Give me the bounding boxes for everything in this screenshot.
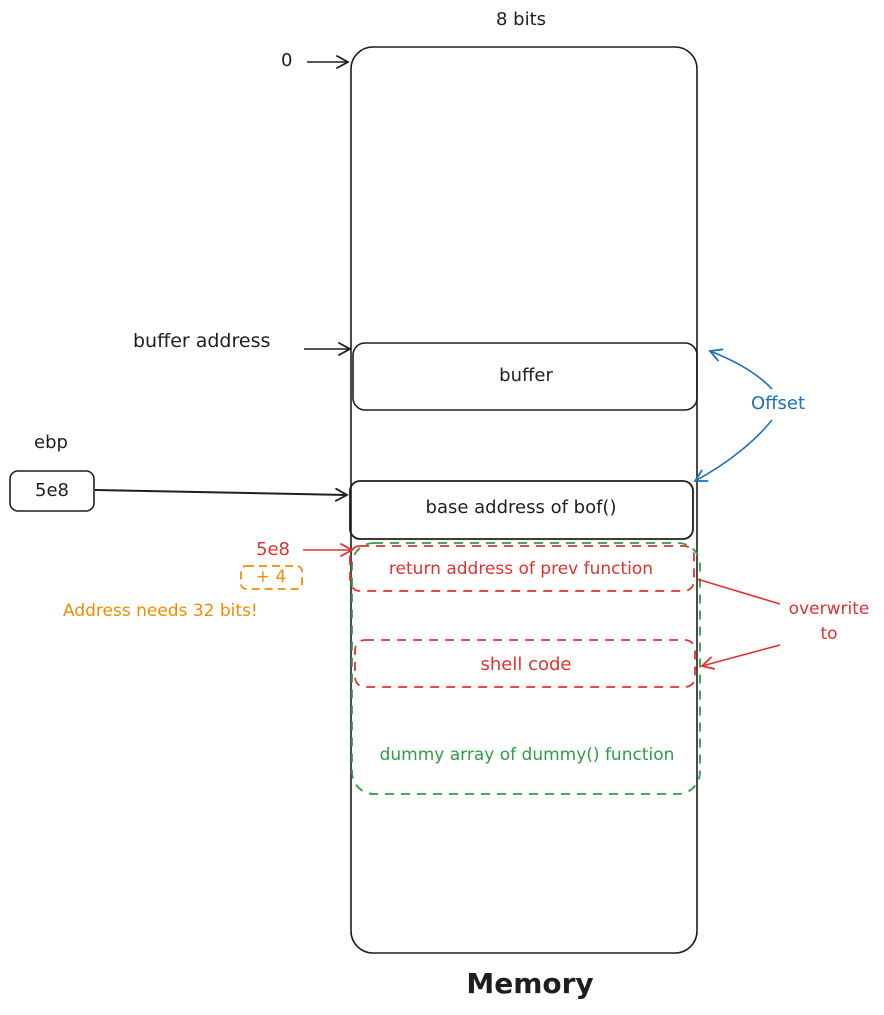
return-address-label: return address of prev function <box>388 559 654 579</box>
offset-label: Offset <box>750 393 806 414</box>
dummy-array-label: dummy array of dummy() function <box>379 745 675 765</box>
shell-code-label: shell code <box>480 654 572 675</box>
return-address-value: 5e8 <box>256 539 290 560</box>
dummy-array-region <box>351 542 701 795</box>
overwrite-source-line <box>696 578 781 605</box>
buffer-label: buffer <box>499 365 553 386</box>
return-address-slot <box>349 545 695 592</box>
offset-arrow-down <box>693 419 773 482</box>
overwrite-target-arrow <box>700 644 781 670</box>
memory-caption: Memory <box>466 967 594 1000</box>
base-address-block <box>349 480 694 540</box>
ebp-value: 5e8 <box>35 480 69 501</box>
ebp-register-box <box>9 470 95 512</box>
base-address-label: base address of bof() <box>425 497 617 518</box>
overwrite-to-label: to <box>820 624 838 644</box>
buffer-address-label: buffer address <box>133 330 271 352</box>
offset-arrow-up <box>708 348 773 390</box>
address-size-note: Address needs 32 bits! <box>63 601 258 621</box>
shell-code-slot <box>354 639 696 688</box>
bits-width-label: 8 bits <box>495 9 547 30</box>
overwrite-label: overwrite <box>788 599 870 619</box>
plus-four-box <box>240 565 303 590</box>
memory-column <box>350 46 698 954</box>
zero-address-label: 0 <box>281 50 293 71</box>
ebp-pointer-arrow <box>94 487 349 502</box>
plus-four-label: + 4 <box>255 567 287 587</box>
buffer-block <box>352 342 698 411</box>
ebp-label: ebp <box>34 432 68 453</box>
